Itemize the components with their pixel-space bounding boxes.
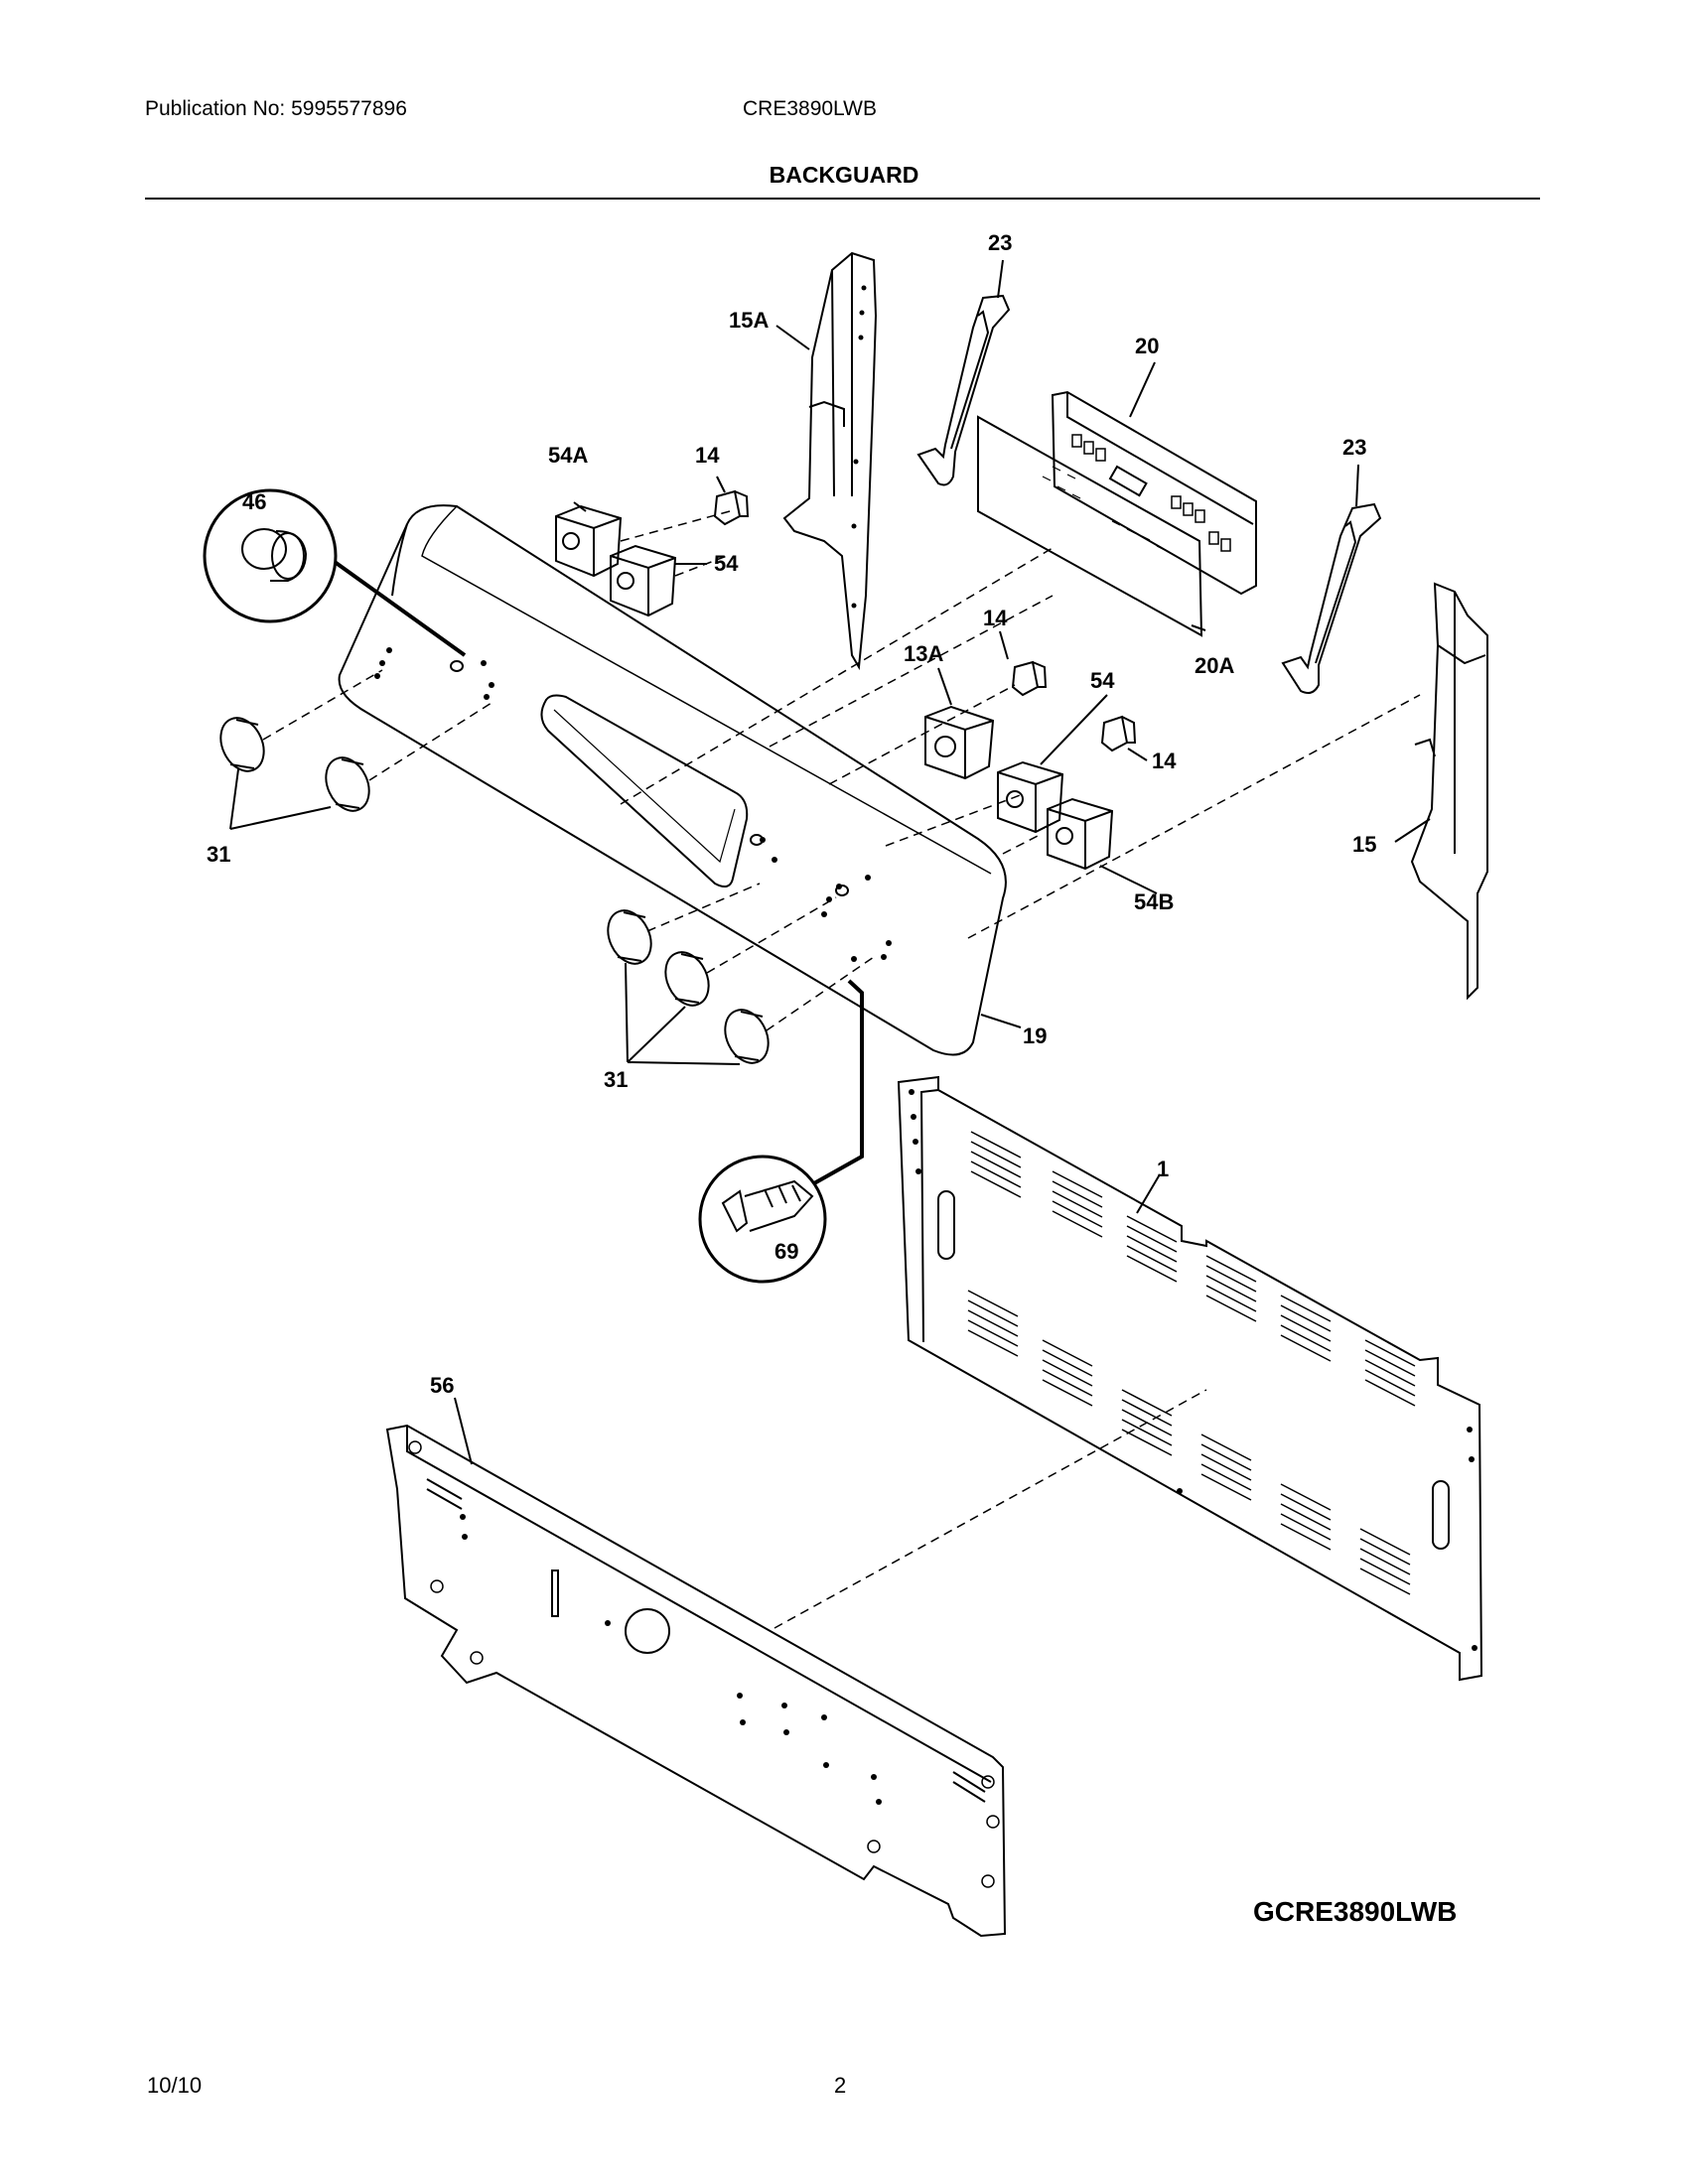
switch-54-lower <box>997 760 1064 834</box>
callout-20A: 20A <box>1195 653 1234 678</box>
assembly-lines <box>262 510 1421 1629</box>
end-bracket-upper <box>916 294 1011 486</box>
callout-31: 31 <box>207 842 230 867</box>
knob-bottom-3 <box>724 1009 770 1064</box>
knob-left-1 <box>219 717 265 772</box>
callout-13A: 13A <box>904 641 943 666</box>
callout-23: 23 <box>1342 435 1366 460</box>
diagram-code: GCRE3890LWB <box>1253 1896 1458 1927</box>
callout-54: 54 <box>1090 668 1115 693</box>
switch-13A <box>924 705 995 780</box>
header-rule <box>145 198 1540 200</box>
callout-14: 14 <box>1152 749 1177 773</box>
rear-panel-louvers <box>967 1131 1416 1595</box>
section-title: BACKGUARD <box>769 162 919 188</box>
callout-labels: 23 15A 20 23 54A 14 46 54 14 13A 54 20A … <box>207 230 1376 1398</box>
switch-54-upper <box>610 544 677 617</box>
callout-54B: 54B <box>1134 889 1174 914</box>
switch-middle <box>1011 660 1048 697</box>
callout-14: 14 <box>695 443 720 468</box>
rear-panel <box>897 1075 1483 1682</box>
callout-46: 46 <box>242 489 266 514</box>
lower-back-panel <box>385 1424 1007 1938</box>
callout-15A: 15A <box>729 308 769 333</box>
switch-upper <box>713 489 750 526</box>
screw-detail-circle <box>698 979 864 1284</box>
publication-number: Publication No: 5995577896 <box>145 97 407 120</box>
page-number: 2 <box>834 2073 847 2098</box>
electronic-control <box>1051 390 1257 596</box>
callout-23: 23 <box>988 230 1012 255</box>
callout-31: 31 <box>604 1067 628 1092</box>
control-overlay <box>977 415 1203 637</box>
callout-54A: 54A <box>548 443 588 468</box>
callout-19: 19 <box>1023 1024 1047 1048</box>
switch-lower <box>1100 715 1137 752</box>
leader-lines <box>229 259 1431 1465</box>
switch-54B <box>1047 797 1114 871</box>
side-trim-right <box>1410 582 1488 1001</box>
callout-54: 54 <box>714 551 739 576</box>
callout-15: 15 <box>1352 832 1376 857</box>
model-number: CRE3890LWB <box>743 97 878 120</box>
switch-54A <box>555 504 623 578</box>
backguard-panel <box>338 504 1007 1056</box>
side-trim-left <box>782 251 878 671</box>
callout-14: 14 <box>983 606 1008 630</box>
callout-20: 20 <box>1135 334 1159 358</box>
knob-left-2 <box>325 756 370 812</box>
knob-bottom-1 <box>607 909 652 965</box>
revision-date: 10/10 <box>147 2073 203 2098</box>
end-bracket-lower <box>1281 502 1382 694</box>
knob-bottom-2 <box>664 951 710 1007</box>
callout-56: 56 <box>430 1373 454 1398</box>
callout-69: 69 <box>774 1239 798 1264</box>
knob-detail-circle <box>203 488 467 657</box>
callout-1: 1 <box>1157 1157 1169 1181</box>
